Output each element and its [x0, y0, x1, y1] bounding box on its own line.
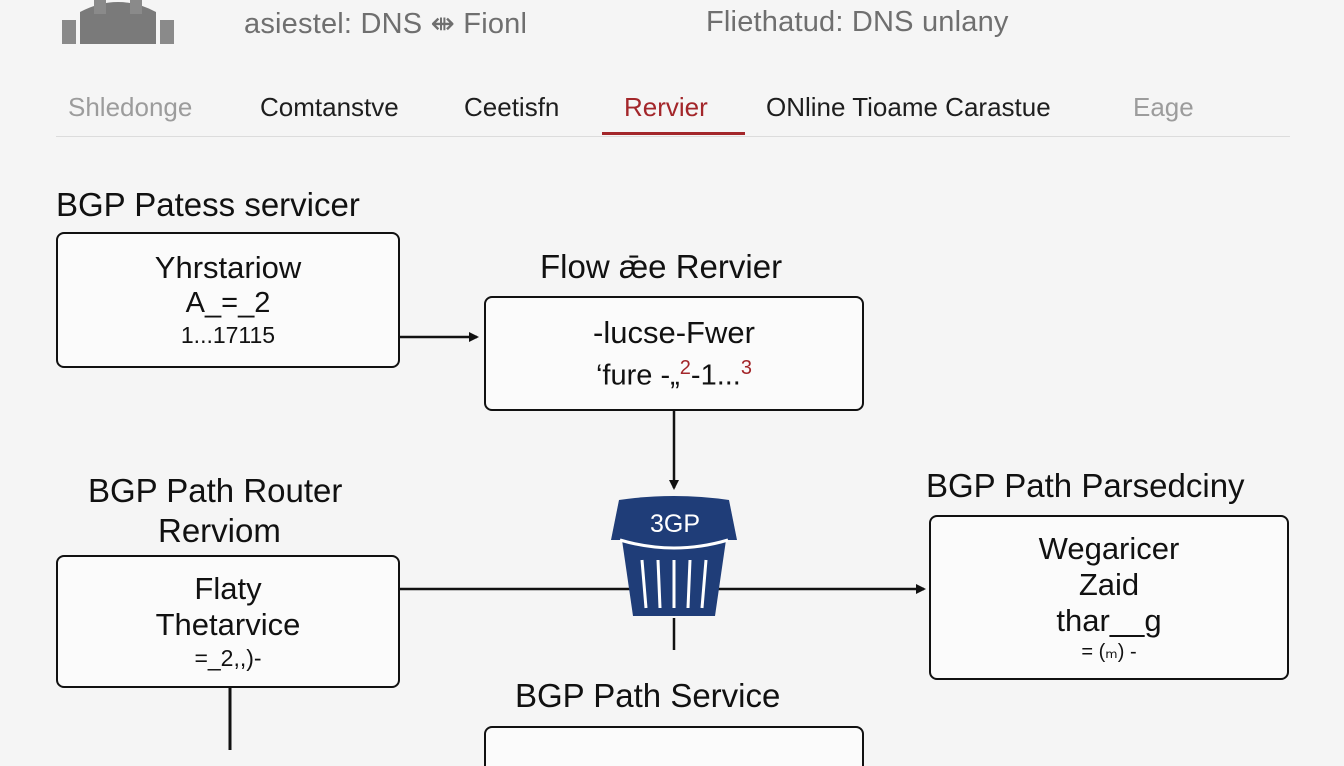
right-line3: thar__g: [1056, 602, 1162, 638]
basket-icon: [611, 496, 737, 616]
bottom-left-line2: Thetarvice: [155, 606, 301, 642]
center-line2: ‘fure -„2-1...3: [595, 356, 752, 392]
bottom-left-line1: Flaty: [194, 570, 262, 606]
right-title: BGP Path Parsedciny: [926, 467, 1245, 504]
tab-online-tioame-carastue[interactable]: ONline Tioame Carastue: [766, 92, 1051, 122]
connector-lines: [228, 332, 926, 750]
center-line1: -lucse-Fwer: [593, 314, 755, 350]
top-left-box[interactable]: Yhrstariow A_=_2 1...17115: [56, 232, 400, 368]
tab-eage[interactable]: Eage: [1133, 92, 1194, 122]
bottom-center-title: BGP Path Service: [515, 677, 781, 714]
bottom-left-title-line1: BGP Path Router: [88, 472, 343, 509]
top-left-line3: 1...17115: [180, 322, 276, 348]
top-left-title: BGP Patess servicer: [56, 186, 360, 223]
right-line4: = (ₘ) -: [1081, 640, 1137, 663]
header-title-left: asiestel: DNS ⇼ Fionl: [244, 8, 528, 40]
app-logo: [60, 0, 178, 44]
robot-logo-icon: [62, 0, 174, 44]
top-left-line2: A_=_2: [185, 287, 271, 319]
bottom-left-title-line2: Rerviom: [158, 512, 281, 549]
center-title: Flow ǣe Rervier: [540, 248, 783, 285]
bottom-center-box[interactable]: [484, 726, 864, 766]
tab-shledonge[interactable]: Shledonge: [68, 92, 193, 122]
right-box[interactable]: Wegaricer Zaid thar__g = (ₘ) -: [929, 515, 1289, 680]
tab-rervier[interactable]: Rervier: [624, 92, 708, 122]
center-box[interactable]: -lucse-Fwer ‘fure -„2-1...3: [484, 296, 864, 411]
tab-comtanstve[interactable]: Comtanstve: [260, 92, 399, 122]
tab-ceetisfn[interactable]: Ceetisfn: [464, 92, 560, 122]
tab-bar: Shledonge Comtanstve Ceetisfn Rervier ON…: [56, 82, 1290, 137]
right-line2: Zaid: [1078, 566, 1140, 602]
right-line1: Wegaricer: [1038, 530, 1180, 566]
header-title-right: Fliethatud: DNS unlany: [706, 6, 1009, 38]
bottom-left-box[interactable]: Flaty Thetarvice =_2,,)-: [56, 555, 400, 688]
active-tab-underline: [602, 132, 745, 135]
top-left-line1: Yhrstariow: [154, 250, 302, 285]
hub-label: 3GP: [649, 510, 701, 538]
bottom-left-line3: =_2,,)-: [194, 644, 262, 671]
